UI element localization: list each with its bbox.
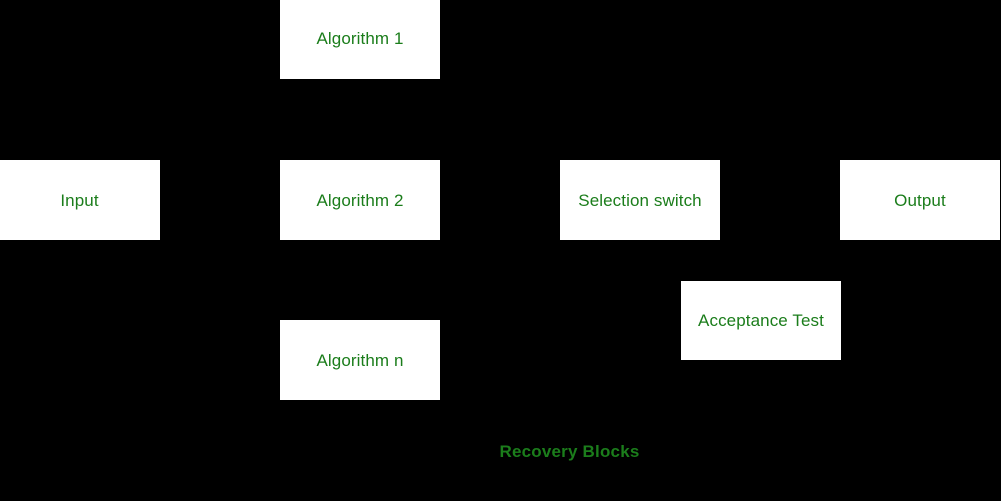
node-acceptance-test[interactable]: Acceptance Test [681,281,841,360]
node-algorithm-1-label: Algorithm 1 [316,29,404,48]
node-output[interactable]: Output [840,160,1000,240]
diagram-caption: Recovery Blocks [0,443,1001,460]
node-selection-switch-label: Selection switch [578,190,702,210]
node-input-label: Input [60,190,99,210]
node-algorithm-2-label: Algorithm 2 [316,190,404,210]
node-algorithm-1[interactable]: Algorithm 1 [280,0,440,79]
node-input[interactable]: Input [0,160,160,240]
node-algorithm-n-label: Algorithm n [316,350,404,370]
node-algorithm-n[interactable]: Algorithm n [280,320,440,400]
diagram-caption-text: Recovery Blocks [499,442,640,461]
node-selection-switch[interactable]: Selection switch [560,160,720,240]
node-algorithm-2[interactable]: Algorithm 2 [280,160,440,240]
node-output-label: Output [894,190,946,210]
node-acceptance-test-label: Acceptance Test [698,311,824,330]
